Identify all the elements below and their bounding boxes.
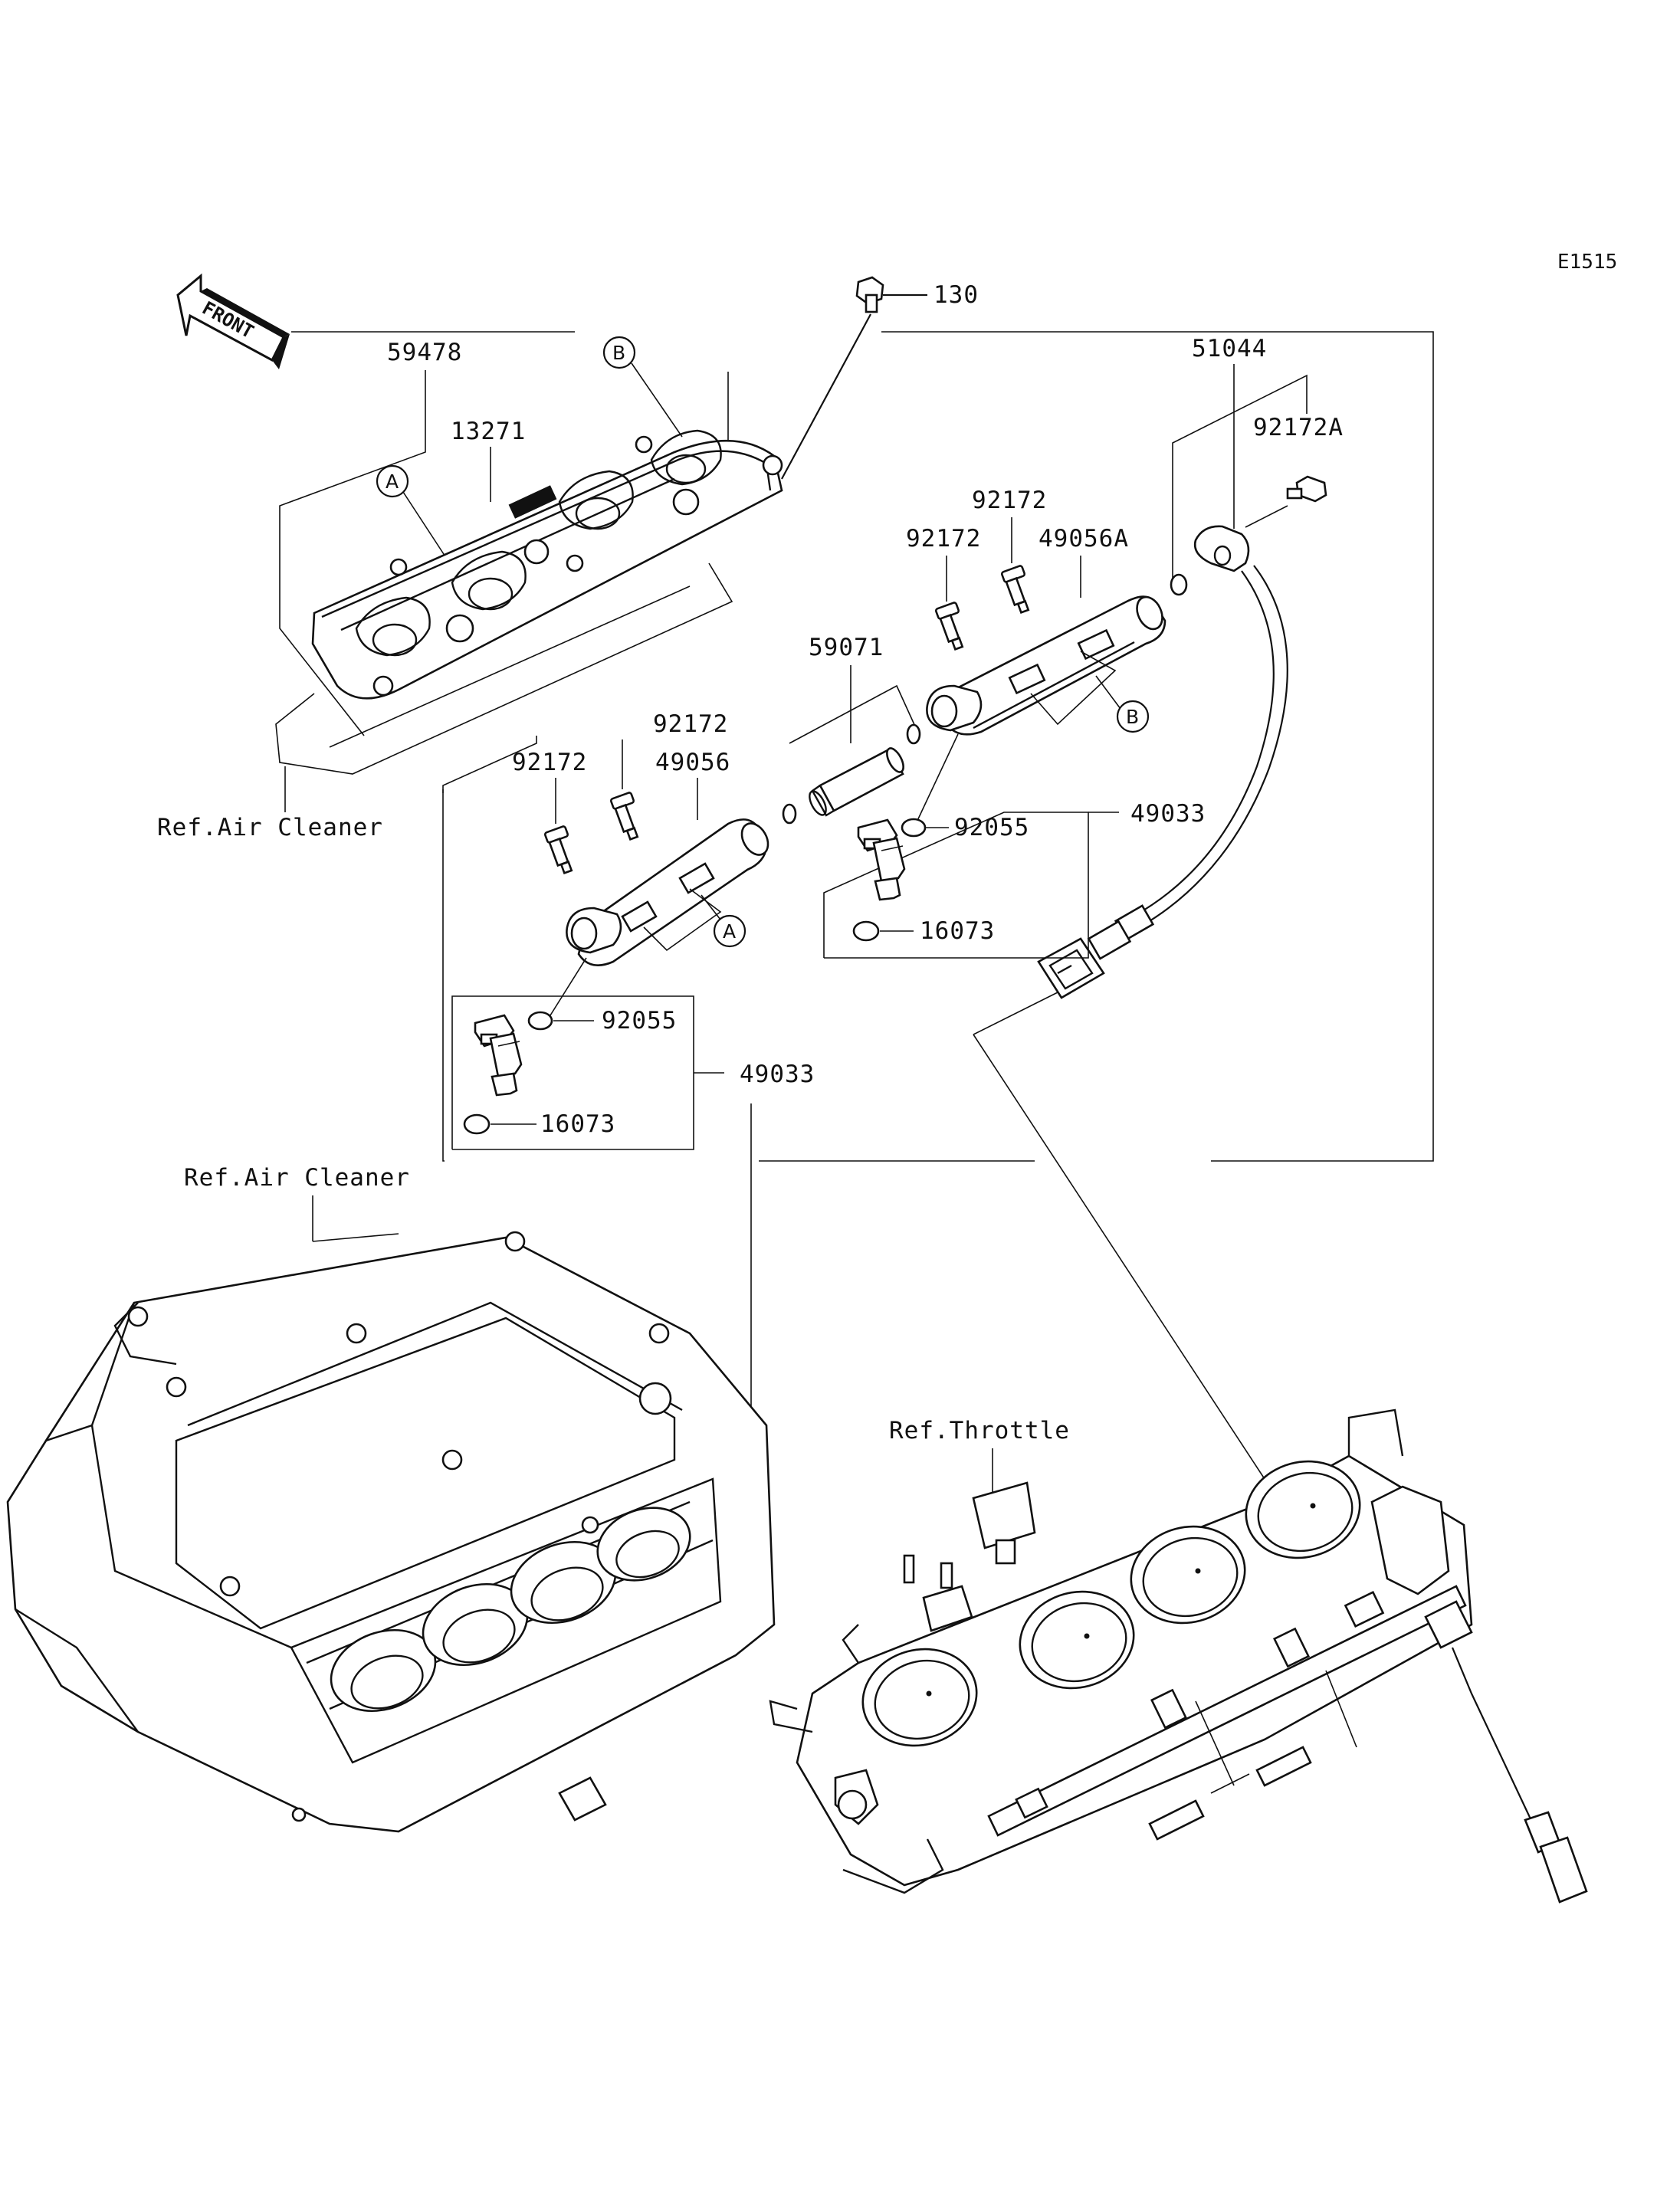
ref-air-cleaner-top: Ref.Air Cleaner xyxy=(157,814,383,841)
bolt-92172a-icon xyxy=(1286,475,1327,503)
callout-b-rail: B xyxy=(1116,700,1150,733)
joint-pipe-59071 xyxy=(809,747,904,817)
o-ring-icon xyxy=(901,818,927,838)
part-label-16073-r: 16073 xyxy=(920,917,995,945)
throttle-bore xyxy=(1130,1525,1246,1625)
fuel-rail-49056 xyxy=(566,818,769,966)
part-label-51044: 51044 xyxy=(1192,335,1267,362)
svg-text:A: A xyxy=(723,920,736,943)
cover-pocket xyxy=(558,470,634,530)
throttle-bore xyxy=(861,1648,978,1747)
svg-text:B: B xyxy=(1126,706,1139,728)
o-ring-icon xyxy=(1170,573,1188,596)
part-label-49033-l: 49033 xyxy=(740,1061,815,1088)
ref-air-cleaner-bottom: Ref.Air Cleaner xyxy=(184,1164,410,1192)
pin-92172-icon xyxy=(1000,565,1030,615)
part-label-92172-r1: 92172 xyxy=(972,487,1047,514)
intake-bell xyxy=(596,1507,691,1582)
part-label-16073-l: 16073 xyxy=(540,1110,615,1138)
o-ring-icon xyxy=(852,920,880,942)
pin-92172-icon xyxy=(934,602,964,651)
part-label-92055-l: 92055 xyxy=(602,1007,677,1035)
o-ring-icon xyxy=(463,1113,491,1135)
part-label-92055-r: 92055 xyxy=(954,814,1029,841)
part-label-92172-r2: 92172 xyxy=(906,525,981,553)
part-label-130: 130 xyxy=(934,281,979,309)
front-arrow-icon: FRONT xyxy=(176,273,290,369)
fuel-rail-49056a xyxy=(926,595,1166,736)
injector-49033-right xyxy=(857,818,906,901)
part-label-59478: 59478 xyxy=(387,339,462,366)
part-label-59071: 59071 xyxy=(809,634,884,661)
part-label-49056: 49056 xyxy=(655,749,730,776)
throttle-body-assembly xyxy=(769,1408,1588,1904)
part-label-92172-l1: 92172 xyxy=(653,710,728,738)
part-label-92172-l2: 92172 xyxy=(512,749,587,776)
callout-a-top: A xyxy=(376,464,409,498)
svg-text:B: B xyxy=(612,342,625,364)
throttle-bore xyxy=(1245,1460,1361,1559)
ref-throttle: Ref.Throttle xyxy=(889,1417,1070,1444)
callout-b-top: B xyxy=(602,336,636,369)
injector-cover-59478 xyxy=(311,429,783,700)
cover-pocket xyxy=(451,550,527,611)
cover-pocket xyxy=(355,596,431,657)
air-cleaner-housing xyxy=(6,1231,776,1833)
part-label-49033-r: 49033 xyxy=(1130,800,1206,828)
part-label-49056A: 49056A xyxy=(1039,525,1129,553)
o-ring-icon xyxy=(782,803,797,825)
bolt-130-icon xyxy=(855,276,884,313)
fuel-hose-51044 xyxy=(1037,525,1288,999)
intake-bell xyxy=(510,1540,617,1625)
o-ring-icon xyxy=(906,723,921,745)
diagram-code: E1515 xyxy=(1557,251,1617,274)
part-label-92172A: 92172A xyxy=(1253,414,1344,441)
pin-92172-icon xyxy=(543,825,573,875)
callout-a-rail: A xyxy=(713,914,746,948)
part-label-13271: 13271 xyxy=(451,418,526,445)
throttle-bore xyxy=(1019,1590,1135,1690)
o-ring-icon xyxy=(527,1011,553,1031)
cover-pocket xyxy=(650,429,722,486)
pin-92172-icon xyxy=(609,792,639,841)
svg-text:A: A xyxy=(386,471,399,493)
injector-49033-left xyxy=(474,1014,523,1097)
